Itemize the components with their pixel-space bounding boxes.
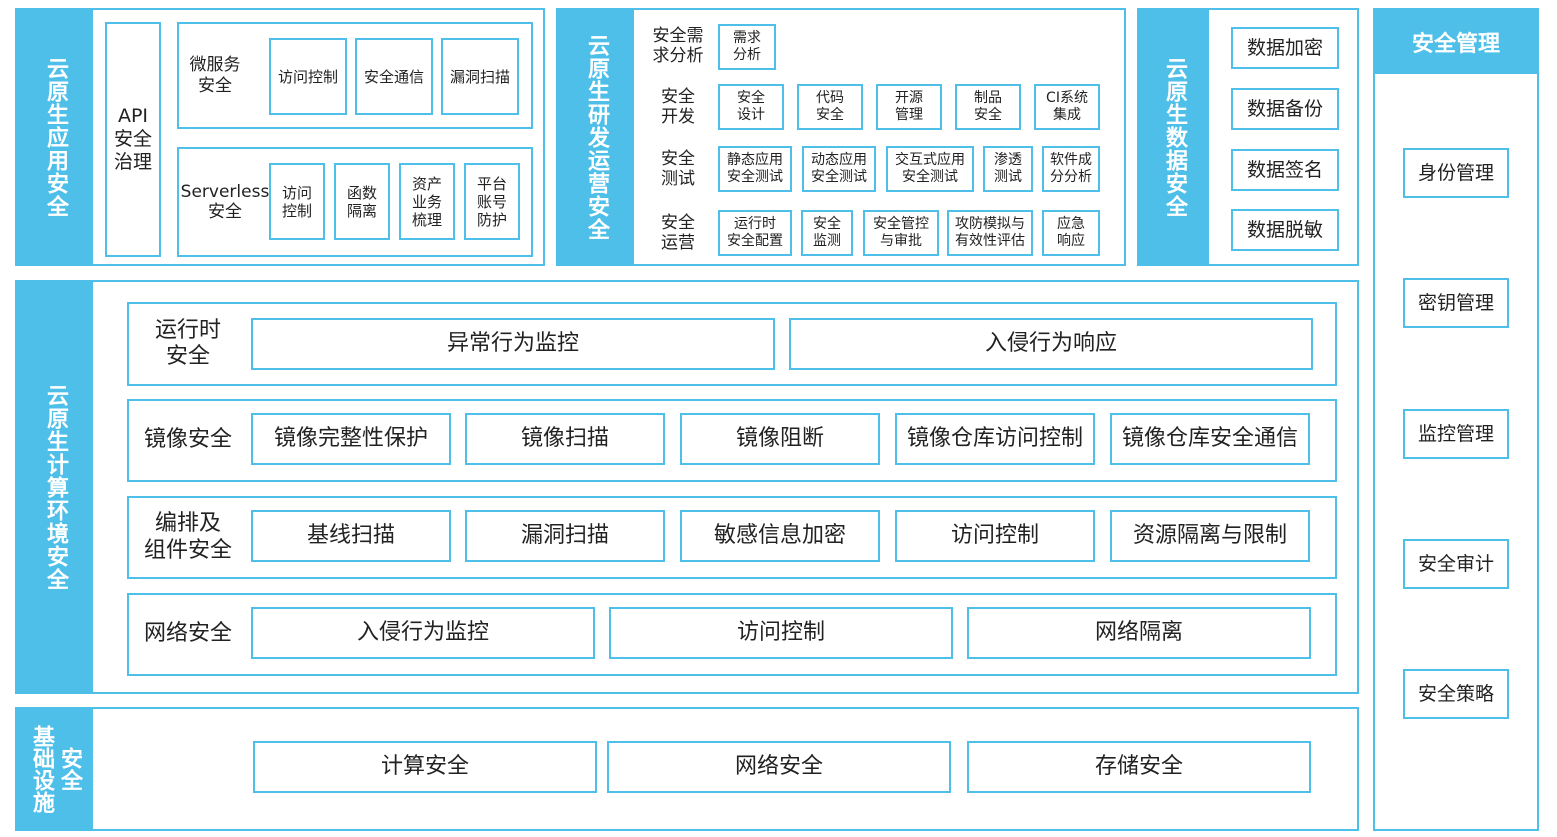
devops-item[interactable]: CI系统 集成 <box>1034 84 1100 130</box>
management-item[interactable]: 身份管理 <box>1403 148 1509 198</box>
orchestration-security-label: 编排及 组件安全 <box>143 511 232 563</box>
management-item[interactable]: 安全策略 <box>1403 669 1509 719</box>
runtime-security-group: 运行时 安全 异常行为监控 入侵行为响应 <box>127 302 1337 386</box>
app-security-title: 云原生应用安全 <box>43 56 68 218</box>
devops-item[interactable]: 安全 设计 <box>718 84 784 130</box>
management-item[interactable]: 安全审计 <box>1403 539 1509 589</box>
orchestration-item[interactable]: 访问控制 <box>895 510 1095 562</box>
devops-item[interactable]: 开源 管理 <box>876 84 942 130</box>
devops-item[interactable]: 软件成 分分析 <box>1042 146 1100 192</box>
devops-item[interactable]: 代码 安全 <box>797 84 863 130</box>
devops-item[interactable]: 攻防模拟与 有效性评估 <box>947 210 1033 256</box>
image-item[interactable]: 镜像完整性保护 <box>251 413 451 465</box>
devops-item[interactable]: 渗透 测试 <box>983 146 1033 192</box>
devops-security-strip: 云原生研发运营安全 <box>558 10 634 264</box>
infra-item[interactable]: 存储安全 <box>967 741 1311 793</box>
network-security-group: 网络安全 入侵行为监控 访问控制 网络隔离 <box>127 593 1337 676</box>
app-security-strip: 云原生应用安全 <box>17 10 93 264</box>
infra-item[interactable]: 网络安全 <box>607 741 951 793</box>
devops-item[interactable]: 制品 安全 <box>955 84 1021 130</box>
devops-item[interactable]: 运行时 安全配置 <box>718 210 792 256</box>
image-item[interactable]: 镜像阻断 <box>680 413 880 465</box>
infra-security-title-b: 安全 <box>57 747 82 791</box>
devops-security-panel: 云原生研发运营安全 安全需 求分析 需求 分析 安全 开发 安全 设计 代码 安… <box>556 8 1126 266</box>
infra-security-title-a: 基础设施 <box>29 725 54 813</box>
data-security-panel: 云原生数据安全 数据加密 数据备份 数据签名 数据脱敏 <box>1137 8 1359 266</box>
network-item[interactable]: 入侵行为监控 <box>251 607 595 659</box>
orchestration-item[interactable]: 漏洞扫描 <box>465 510 665 562</box>
devops-item[interactable]: 静态应用 安全测试 <box>718 146 792 192</box>
network-item[interactable]: 网络隔离 <box>967 607 1311 659</box>
data-security-strip: 云原生数据安全 <box>1139 10 1209 264</box>
runtime-security-label: 运行时 安全 <box>154 317 221 369</box>
devops-item[interactable]: 需求 分析 <box>718 24 776 70</box>
management-item[interactable]: 监控管理 <box>1403 409 1509 459</box>
infra-item[interactable]: 计算安全 <box>253 741 597 793</box>
data-security-item[interactable]: 数据加密 <box>1231 27 1339 69</box>
compute-security-panel: 云原生计算环境安全 运行时 安全 异常行为监控 入侵行为响应 镜像安全 镜像完整… <box>15 280 1359 694</box>
serverless-item[interactable]: 访问 控制 <box>269 163 325 240</box>
network-security-label: 网络安全 <box>143 621 232 647</box>
app-security-panel: 云原生应用安全 API 安全 治理 微服务 安全 访问控制 安全通信 漏洞扫描 … <box>15 8 545 266</box>
serverless-item[interactable]: 资产 业务 梳理 <box>399 163 455 240</box>
infra-security-strip: 基础设施 安全 <box>17 709 93 829</box>
security-management-header: 安全管理 <box>1375 10 1537 74</box>
devops-row-label: 安全 开发 <box>661 86 695 127</box>
orchestration-item[interactable]: 敏感信息加密 <box>680 510 880 562</box>
microservice-item[interactable]: 漏洞扫描 <box>441 38 519 115</box>
orchestration-security-group: 编排及 组件安全 基线扫描 漏洞扫描 敏感信息加密 访问控制 资源隔离与限制 <box>127 496 1337 579</box>
microservice-item[interactable]: 访问控制 <box>269 38 347 115</box>
microservice-group: 微服务 安全 访问控制 安全通信 漏洞扫描 <box>177 22 533 129</box>
data-security-title: 云原生数据安全 <box>1162 56 1187 218</box>
microservice-item[interactable]: 安全通信 <box>355 38 433 115</box>
devops-item[interactable]: 交互式应用 安全测试 <box>886 146 974 192</box>
runtime-item[interactable]: 入侵行为响应 <box>789 318 1313 370</box>
security-management-panel: 安全管理 身份管理 密钥管理 监控管理 安全审计 安全策略 <box>1373 8 1539 831</box>
devops-item[interactable]: 动态应用 安全测试 <box>802 146 876 192</box>
data-security-item[interactable]: 数据签名 <box>1231 149 1339 191</box>
serverless-item[interactable]: 平台 账号 防护 <box>464 163 520 240</box>
devops-item[interactable]: 安全管控 与审批 <box>863 210 939 256</box>
devops-row-label: 安全需 求分析 <box>652 25 704 66</box>
orchestration-item[interactable]: 资源隔离与限制 <box>1110 510 1310 562</box>
devops-security-title: 云原生研发运营安全 <box>584 33 609 241</box>
devops-row-label: 安全 测试 <box>661 148 695 189</box>
security-management-title: 安全管理 <box>1411 32 1500 57</box>
orchestration-item[interactable]: 基线扫描 <box>251 510 451 562</box>
devops-row-label: 安全 运营 <box>661 212 695 253</box>
data-security-item[interactable]: 数据备份 <box>1231 88 1339 130</box>
devops-item[interactable]: 应急 响应 <box>1042 210 1100 256</box>
microservice-label: 微服务 安全 <box>189 55 241 96</box>
runtime-item[interactable]: 异常行为监控 <box>251 318 775 370</box>
image-item[interactable]: 镜像仓库访问控制 <box>895 413 1095 465</box>
devops-item[interactable]: 安全 监测 <box>801 210 853 256</box>
network-item[interactable]: 访问控制 <box>609 607 953 659</box>
serverless-group: Serverless 安全 访问 控制 函数 隔离 资产 业务 梳理 平台 账号… <box>177 147 533 257</box>
image-security-group: 镜像安全 镜像完整性保护 镜像扫描 镜像阻断 镜像仓库访问控制 镜像仓库安全通信 <box>127 399 1337 482</box>
image-item[interactable]: 镜像仓库安全通信 <box>1110 413 1310 465</box>
data-security-item[interactable]: 数据脱敏 <box>1231 209 1339 251</box>
image-security-label: 镜像安全 <box>143 427 232 453</box>
api-security-governance[interactable]: API 安全 治理 <box>105 22 161 257</box>
serverless-label: Serverless 安全 <box>180 181 270 222</box>
compute-security-title: 云原生计算环境安全 <box>43 383 68 591</box>
image-item[interactable]: 镜像扫描 <box>465 413 665 465</box>
infra-security-panel: 基础设施 安全 计算安全 网络安全 存储安全 <box>15 707 1359 831</box>
compute-security-strip: 云原生计算环境安全 <box>17 282 93 692</box>
serverless-item[interactable]: 函数 隔离 <box>334 163 390 240</box>
management-item[interactable]: 密钥管理 <box>1403 278 1509 328</box>
